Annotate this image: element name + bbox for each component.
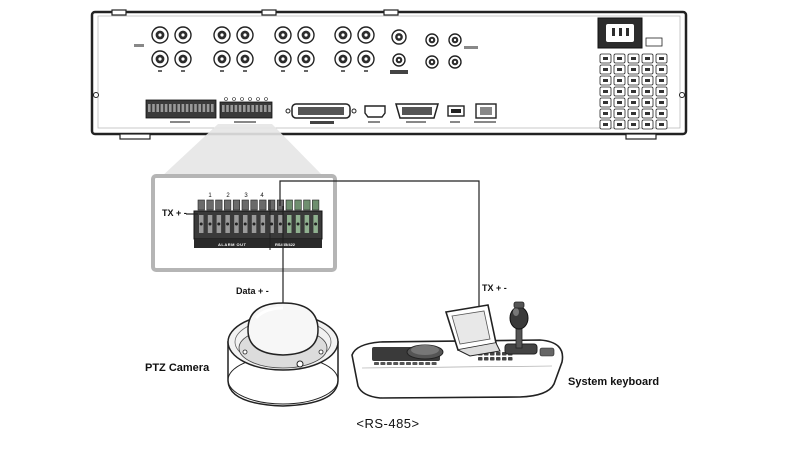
wire-to-keyboard [279,180,480,323]
data-camera-label: Data + - [236,286,269,296]
rs485-wires [186,180,480,323]
bnc-connector [391,29,407,45]
rs485-label: RS485/422 [275,242,296,247]
alarm-out-number-3: 3 [244,193,248,199]
system-keyboard [351,301,564,399]
ptz-camera-label: PTZ Camera [145,362,210,374]
bnc-connector [274,50,292,68]
bnc-connector [448,55,462,69]
system-keyboard-label: System keyboard [568,376,659,388]
bnc-connector [213,50,231,68]
alarm-out-number-1: 1 [208,193,212,199]
bnc-connectors [134,26,478,74]
bnc-connector [151,26,169,44]
alarm-out-number-2: 2 [226,193,230,199]
bnc-connector [213,26,231,44]
power-inlet [597,17,663,49]
dvr-rear-panel [90,9,688,140]
terminal-block-enlarged: ALARM OUT RS485/422 1 2 3 4 [193,193,323,250]
ptz-camera [227,302,339,407]
bnc-connector [174,50,192,68]
tx-keyboard-label: TX + - [482,283,507,293]
rs485-caption: <RS-485> [356,416,419,431]
alarm-out-number-4: 4 [260,193,264,199]
bnc-connector [448,33,462,47]
bnc-connector [334,26,352,44]
bnc-connector [236,26,254,44]
bnc-connector [174,26,192,44]
bnc-connector [297,50,315,68]
bnc-connector [334,50,352,68]
bnc-connector [425,33,439,47]
bnc-connector [357,50,375,68]
spec-label-grid [599,53,668,130]
bnc-connector [236,50,254,68]
diagram-labels: TX + - Data + - TX + - PTZ Camera System… [145,208,659,431]
rear-bottom-connectors [145,97,497,124]
bnc-connector [357,26,375,44]
bnc-connector [392,53,406,67]
bnc-connector [274,26,292,44]
tx-terminal-label: TX + - [162,208,187,218]
bnc-connector [297,26,315,44]
bnc-connector [151,50,169,68]
alarm-out-label: ALARM OUT [218,242,247,247]
bnc-connector [425,55,439,69]
